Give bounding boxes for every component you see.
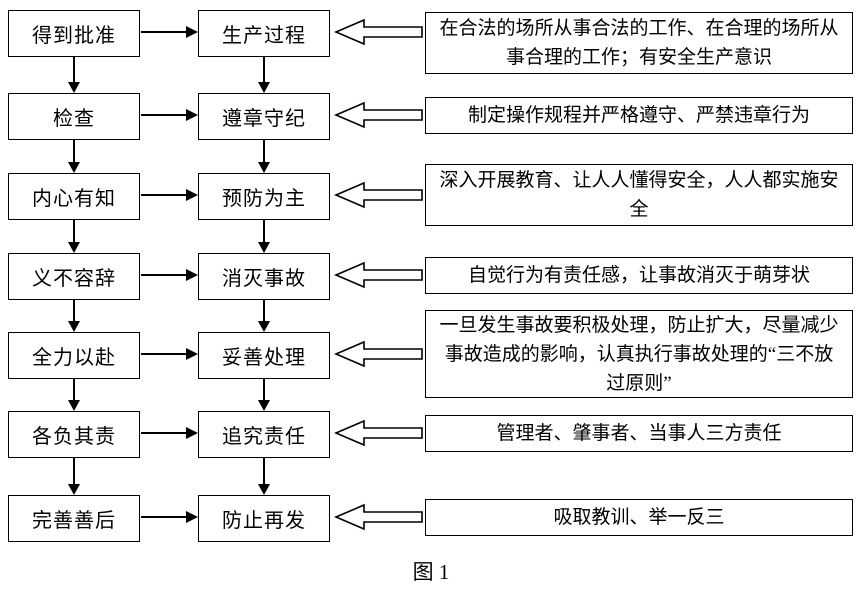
flow-desc-box: 一旦发生事故要积极处理，防止扩大，尽量减少事故造成的影响，认真执行事故处理的“三… [425,310,853,398]
right-arrow-icon [141,269,198,281]
flow-box-mid: 追究责任 [198,411,330,458]
hollow-left-arrow-icon [334,101,423,129]
down-arrow-icon [68,56,80,93]
flow-box-left: 各负其责 [8,411,140,458]
flow-box-mid: 消灭事故 [198,253,330,300]
flow-box-left: 义不容辞 [8,253,140,300]
flow-box-left: 完善善后 [8,495,140,542]
down-arrow-icon [258,219,270,253]
flow-desc-box: 深入开展教育、让人人懂得安全，人人都实施安全 [425,164,853,226]
hollow-left-arrow-icon [334,503,423,531]
down-arrow-icon [258,139,270,173]
hollow-left-arrow-icon [334,181,423,209]
down-arrow-icon [68,378,80,411]
flow-box-left: 得到批准 [8,10,140,57]
flow-desc-box: 在合法的场所从事合法的工作、在合理的场所从事合理的工作；有安全生产意识 [425,12,853,74]
flow-box-mid: 遵章守纪 [198,93,330,140]
down-arrow-icon [258,457,270,495]
down-arrow-icon [258,299,270,332]
hollow-left-arrow-icon [334,340,423,368]
flow-box-mid: 生产过程 [198,10,330,57]
flow-desc-box: 自觉行为有责任感，让事故消灭于萌芽状 [425,257,853,294]
flow-desc-box: 管理者、肇事者、当事人三方责任 [425,415,853,452]
flow-desc-box: 吸取教训、举一反三 [425,499,853,536]
right-arrow-icon [141,189,198,201]
hollow-left-arrow-icon [334,18,423,46]
right-arrow-icon [141,511,198,523]
hollow-left-arrow-icon [334,419,423,447]
flow-box-mid: 防止再发 [198,495,330,542]
hollow-left-arrow-icon [334,261,423,289]
down-arrow-icon [68,139,80,173]
flow-desc-box: 制定操作规程并严格遵守、严禁违章行为 [425,97,853,134]
right-arrow-icon [141,26,198,38]
right-arrow-icon [141,348,198,360]
down-arrow-icon [68,457,80,495]
right-arrow-icon [141,427,198,439]
flow-box-left: 检查 [8,93,140,140]
down-arrow-icon [68,299,80,332]
down-arrow-icon [258,378,270,411]
figure-caption: 图 1 [412,560,450,584]
flow-box-mid: 预防为主 [198,173,330,220]
flow-box-left: 全力以赴 [8,332,140,379]
down-arrow-icon [258,56,270,93]
right-arrow-icon [141,109,198,121]
flow-box-mid: 妥善处理 [198,332,330,379]
down-arrow-icon [68,219,80,253]
flow-box-left: 内心有知 [8,173,140,220]
